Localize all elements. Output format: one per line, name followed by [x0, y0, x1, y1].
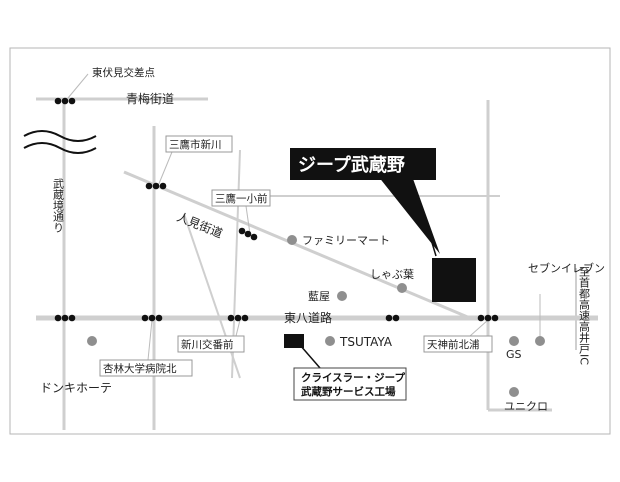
svg-text:クライスラー・ジープ: クライスラー・ジープ — [301, 371, 406, 384]
poi-shabuyo-dot — [397, 283, 407, 293]
poi-label-seven-line1: セブンイレブン — [528, 261, 605, 275]
dealer-name: ジープ武蔵野 — [298, 154, 405, 176]
label-mitaka-daiichi: 三鷹一小前 — [211, 189, 271, 207]
poi-markers — [87, 235, 545, 397]
road-label-east8: 東八道路 — [284, 310, 332, 325]
signal-shinkawa-koban — [227, 314, 249, 322]
service-factory-label: クライスラー・ジープ 武蔵野サービス工場 — [293, 367, 407, 401]
dealer-building — [432, 258, 476, 302]
poi-gs-dot — [509, 336, 519, 346]
traffic-signals — [54, 97, 499, 322]
poi-label-gs: GS — [506, 348, 522, 361]
svg-text:武蔵野サービス工場: 武蔵野サービス工場 — [301, 385, 396, 398]
svg-text:天神前北浦: 天神前北浦 — [427, 338, 480, 351]
signal-higashi-fushimi — [54, 97, 76, 105]
svg-text:新川交番前: 新川交番前 — [181, 338, 234, 351]
svg-text:東伏見交差点: 東伏見交差点 — [92, 66, 155, 79]
poi-donki-dot — [87, 336, 97, 346]
dealer-callout-pointer — [378, 176, 440, 254]
service-factory-building — [284, 334, 304, 348]
poi-label-shabuyo: しゃぶ葉 — [370, 267, 414, 281]
signal-tenjinmae — [477, 314, 499, 322]
leader-lines — [67, 73, 541, 369]
poi-label-aiya: 藍屋 — [308, 290, 330, 303]
road-label-highway-ic: 至首都高速高井戸IC — [578, 266, 591, 365]
label-tenjinmae: 天神前北浦 — [423, 335, 493, 353]
poi-label-tsutaya: TSUTAYA — [339, 335, 393, 349]
signal-musashisakai-east8 — [54, 314, 76, 322]
svg-text:三鷹市新川: 三鷹市新川 — [169, 138, 222, 151]
road-label-ome: 青梅街道 — [126, 91, 174, 106]
dealer-callout — [290, 148, 436, 180]
svg-text:三鷹一小前: 三鷹一小前 — [215, 192, 268, 205]
poi-tsutaya-dot — [325, 336, 335, 346]
poi-familymart-dot — [287, 235, 297, 245]
signal-mitaka-shinkawa — [145, 182, 167, 190]
poi-seven-dot — [535, 336, 545, 346]
poi-aiya-dot — [337, 291, 347, 301]
signal-kyorin — [141, 314, 163, 322]
road-label-musashisakai: 武蔵境通り — [52, 178, 65, 233]
label-shinkawa-koban: 新川交番前 — [177, 335, 245, 353]
label-higashi-fushimi: 東伏見交差点 — [92, 66, 155, 79]
svg-text:杏林大学病院北: 杏林大学病院北 — [103, 362, 177, 375]
signal-mid-east8 — [385, 314, 400, 322]
poi-label-familymart: ファミリーマート — [302, 234, 390, 247]
map-break-mark — [23, 130, 97, 154]
label-kyorin-hospital: 杏林大学病院北 — [99, 359, 193, 377]
poi-uniqlo-dot — [509, 387, 519, 397]
poi-label-uniqlo: ユニクロ — [504, 400, 548, 413]
signal-mitaka-daiichi — [238, 227, 258, 241]
poi-label-donki: ドンキホーテ — [40, 381, 112, 395]
label-mitaka-shinkawa: 三鷹市新川 — [165, 135, 233, 153]
hitomi-kaido-road — [123, 170, 471, 320]
